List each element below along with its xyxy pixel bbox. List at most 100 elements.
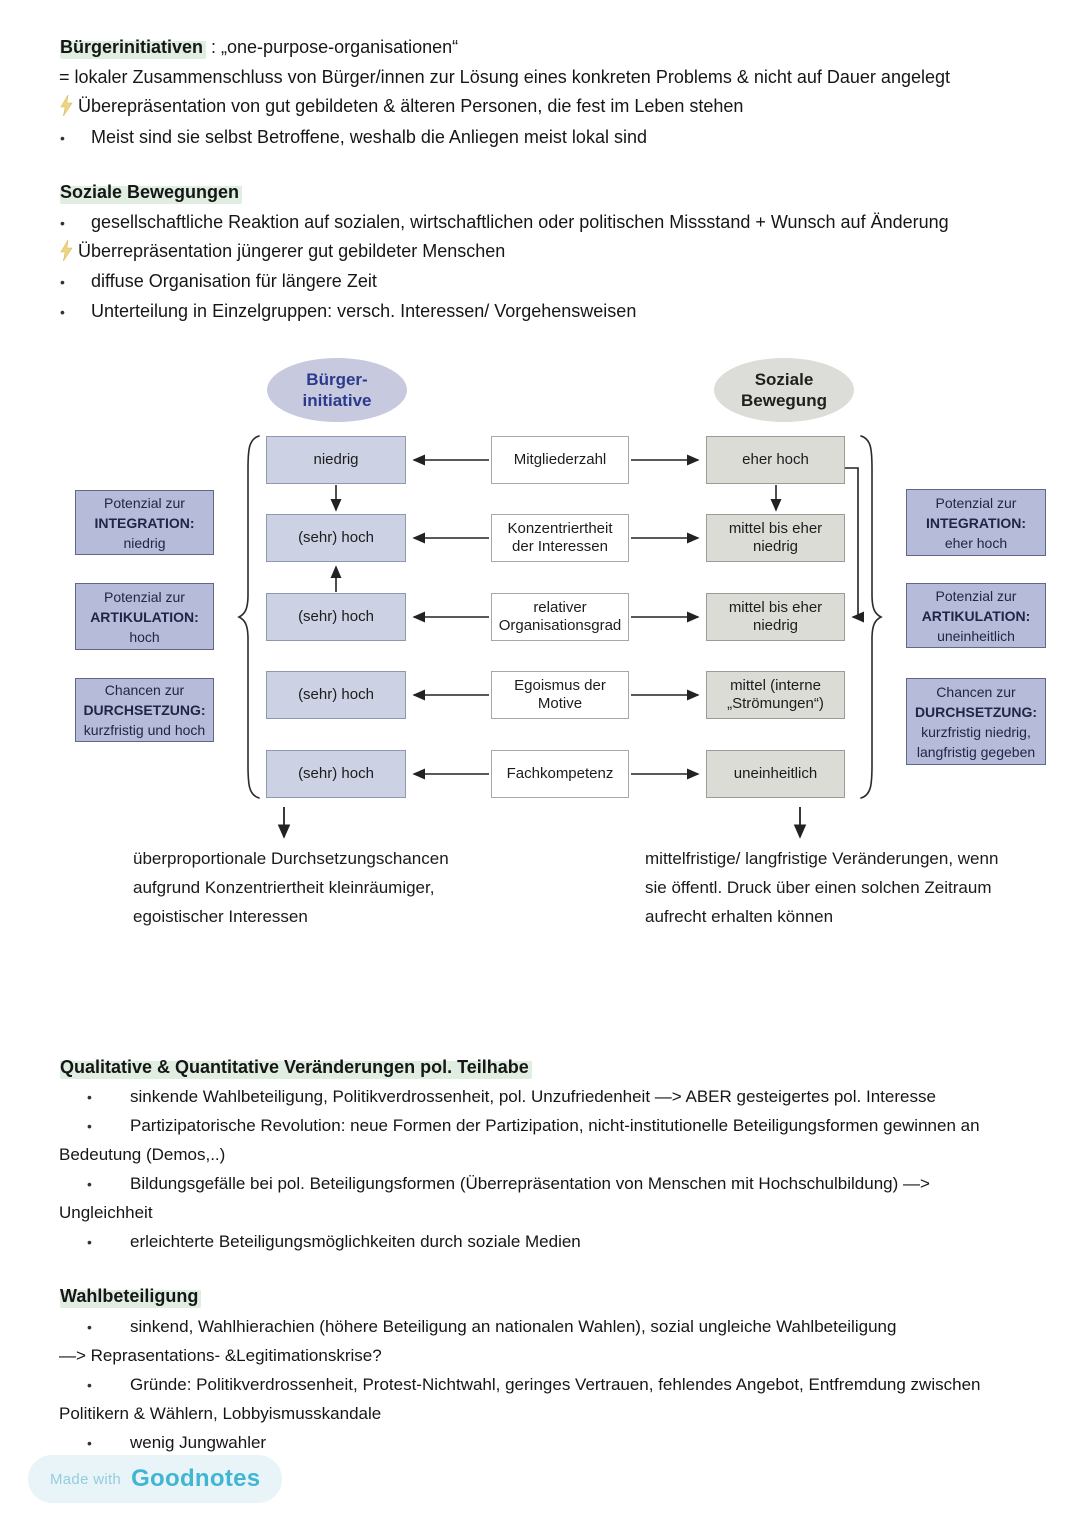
cell-text: Egoismus der bbox=[514, 677, 606, 694]
bullet-icon: • bbox=[60, 304, 65, 320]
cell-text: uneinheitlich bbox=[733, 765, 818, 782]
bullet-line: •Bildungsgefälle bei pol. Beteiligungsfo… bbox=[87, 1173, 930, 1195]
cell-text: Konzentriertheit bbox=[507, 520, 613, 537]
sidebox-value: kurzfristig niedrig, langfristig gegeben bbox=[916, 723, 1036, 760]
sidebox-keyword: DURCHSETZUNG: bbox=[914, 703, 1038, 720]
sidebox-text: Chancen zur bbox=[936, 683, 1016, 700]
cell-text: Mitgliederzahl bbox=[513, 451, 607, 468]
bullet-icon: • bbox=[60, 274, 65, 290]
cell-buergerinitiative-mitgliederzahl: niedrig bbox=[266, 436, 406, 484]
cell-text: Motive bbox=[537, 695, 583, 712]
cell-text: (sehr) hoch bbox=[298, 608, 374, 625]
sidebox-keyword: DURCHSETZUNG: bbox=[83, 702, 206, 718]
conclusion-buergerinitiative: überproportionale Durchsetzungschancen a… bbox=[133, 844, 449, 931]
continuation-line: Politikern & Wählern, Lobbyismusskandale bbox=[59, 1403, 381, 1425]
bullet-icon: • bbox=[60, 215, 65, 231]
sidebox-value: hoch bbox=[129, 628, 160, 645]
cell-text: niedrig bbox=[752, 617, 799, 634]
note-text: Unterteilung in Einzelgruppen: versch. I… bbox=[91, 301, 637, 321]
conclusion-soziale-bewegung: mittelfristige/ langfristige Veränderung… bbox=[645, 844, 998, 931]
note-text: Bedeutung (Demos,..) bbox=[59, 1145, 226, 1164]
continuation-line: Bedeutung (Demos,..) bbox=[59, 1144, 225, 1166]
note-text: gesellschaftliche Reaktion auf sozialen,… bbox=[91, 212, 949, 232]
cell-text: niedrig bbox=[313, 451, 359, 468]
cell-text: „Strömungen“) bbox=[727, 695, 824, 712]
conclusion-text: aufrecht erhalten können bbox=[645, 907, 834, 926]
sidebox-artikulation-left: Potenzial zur ARTIKULATION: hoch bbox=[75, 583, 214, 650]
diagram-arrows bbox=[237, 435, 883, 839]
sidebox-keyword: INTEGRATION: bbox=[94, 514, 195, 531]
bullet-icon: • bbox=[87, 1377, 92, 1393]
note-text: diffuse Organisation für längere Zeit bbox=[91, 271, 377, 291]
lightning-line: Überrepräsentation jüngerer gut gebildet… bbox=[60, 239, 505, 266]
bullet-icon: • bbox=[87, 1118, 92, 1134]
sidebox-value: uneinheitlich bbox=[937, 627, 1015, 644]
note-text: Partizipatorische Revolution: neue Forme… bbox=[130, 1116, 980, 1135]
cell-text: mittel (interne bbox=[730, 677, 821, 694]
section-heading-soziale-bewegungen: Soziale Bewegungen bbox=[60, 181, 243, 204]
cell-criterion-konzentriertheit: Konzentriertheit der Interessen bbox=[491, 514, 629, 562]
note-text: wenig Jungwahler bbox=[130, 1433, 267, 1452]
cell-text: eher hoch bbox=[742, 451, 809, 468]
sidebox-artikulation-right: Potenzial zur ARTIKULATION: uneinheitlic… bbox=[906, 583, 1046, 648]
bullet-line: • Meist sind sie selbst Betroffene, wesha… bbox=[60, 126, 647, 149]
goodnotes-watermark: Made with Goodnotes bbox=[28, 1455, 283, 1503]
note-text: Gründe: Politikverdrossenheit, Protest-N… bbox=[130, 1375, 981, 1394]
cell-criterion-mitgliederzahl: Mitgliederzahl bbox=[491, 436, 629, 484]
bullet-icon: • bbox=[60, 130, 65, 146]
cell-buergerinitiative-fachkompetenz: (sehr) hoch bbox=[266, 750, 406, 798]
note-text: Politikern & Wählern, Lobbyismusskandale bbox=[59, 1404, 382, 1423]
watermark-made-with: Made with bbox=[50, 1470, 122, 1488]
goodnotes-logo: Goodnotes bbox=[131, 1465, 261, 1492]
sidebox-text: Potenzial zur bbox=[104, 588, 185, 605]
sidebox-text: Potenzial zur bbox=[935, 587, 1017, 604]
cell-bewegung-fachkompetenz: uneinheitlich bbox=[706, 750, 845, 798]
lightning-line: Überepräsentation von gut gebildeten & ä… bbox=[60, 94, 743, 121]
heading-suffix: : „one-purpose-organisationen“ bbox=[206, 37, 459, 57]
cell-bewegung-konzentriertheit: mittel bis eher niedrig bbox=[706, 514, 845, 562]
sidebox-durchsetzung-left: Chancen zur DURCHSETZUNG: kurzfristig un… bbox=[75, 678, 214, 742]
definition-line: = lokaler Zusammenschluss von Bürger/inn… bbox=[59, 66, 950, 88]
conclusion-text: sie öffentl. Druck über einen solchen Ze… bbox=[645, 878, 992, 897]
bullet-line: • sinkend, Wahlhierachien (höhere Beteili… bbox=[87, 1316, 896, 1338]
note-text: = lokaler Zusammenschluss von Bürger/inn… bbox=[59, 67, 950, 87]
section-heading-veraenderungen: Qualitative & Quantitative Veränderungen… bbox=[60, 1056, 532, 1079]
sidebox-value: niedrig bbox=[123, 534, 166, 551]
sidebox-keyword: INTEGRATION: bbox=[925, 514, 1027, 531]
conclusion-text: überproportionale Durchsetzungschancen bbox=[133, 849, 449, 868]
section-heading-wahlbeteiligung: Wahlbeteiligung bbox=[60, 1285, 202, 1308]
sidebox-text: Potenzial zur bbox=[104, 494, 185, 511]
heading-text: Wahlbeteiligung bbox=[60, 1286, 202, 1308]
bullet-line: • Gründe: Politikverdrossenheit, Protest-… bbox=[87, 1374, 980, 1396]
sidebox-integration-right: Potenzial zur INTEGRATION: eher hoch bbox=[906, 489, 1046, 556]
cell-text: mittel bis eher bbox=[728, 520, 823, 537]
note-text: sinkend, Wahlhierachien (höhere Beteilig… bbox=[130, 1317, 897, 1336]
header-buergerinitiative: Bürger- initiative bbox=[267, 358, 407, 422]
cell-text: (sehr) hoch bbox=[298, 765, 374, 782]
sidebox-value: eher hoch bbox=[944, 534, 1008, 551]
sidebox-keyword: ARTIKULATION: bbox=[90, 608, 199, 625]
lightning-icon bbox=[60, 239, 73, 266]
cell-buergerinitiative-konzentriertheit: (sehr) hoch bbox=[266, 514, 406, 562]
cell-text: relativer bbox=[533, 599, 587, 616]
heading-text: Soziale Bewegungen bbox=[60, 182, 243, 204]
cell-text: der Interessen bbox=[512, 538, 608, 555]
cell-criterion-egoismus: Egoismus der Motive bbox=[491, 671, 629, 719]
note-text: sinkende Wahlbeteiligung, Politikverdros… bbox=[130, 1087, 936, 1106]
note-text: Meist sind sie selbst Betroffene, weshal… bbox=[91, 127, 647, 147]
cell-text: niedrig bbox=[752, 538, 799, 555]
comparison-diagram: Bürger- initiative Soziale Bewegung nied… bbox=[0, 355, 1080, 940]
bullet-icon: • bbox=[87, 1089, 92, 1105]
bullet-line: • gesellschaftliche Reaktion auf sozialen… bbox=[60, 211, 949, 234]
conclusion-text: aufgrund Konzentriertheit kleinräumiger, bbox=[133, 878, 435, 897]
sidebox-value: kurzfristig und hoch bbox=[83, 722, 206, 738]
cell-bewegung-organisationsgrad: mittel bis eher niedrig bbox=[706, 593, 845, 641]
sidebox-text: Chancen zur bbox=[104, 682, 185, 698]
continuation-line: Ungleichheit bbox=[59, 1202, 153, 1224]
cell-text: Organisationsgrad bbox=[498, 617, 622, 634]
cell-criterion-fachkompetenz: Fachkompetenz bbox=[491, 750, 629, 798]
sidebox-durchsetzung-right: Chancen zur DURCHSETZUNG: kurzfristig ni… bbox=[906, 678, 1046, 765]
bullet-icon: • bbox=[87, 1319, 92, 1335]
header-text: Bewegung bbox=[741, 391, 827, 410]
heading-text: Qualitative & Quantitative Veränderungen… bbox=[60, 1057, 532, 1079]
